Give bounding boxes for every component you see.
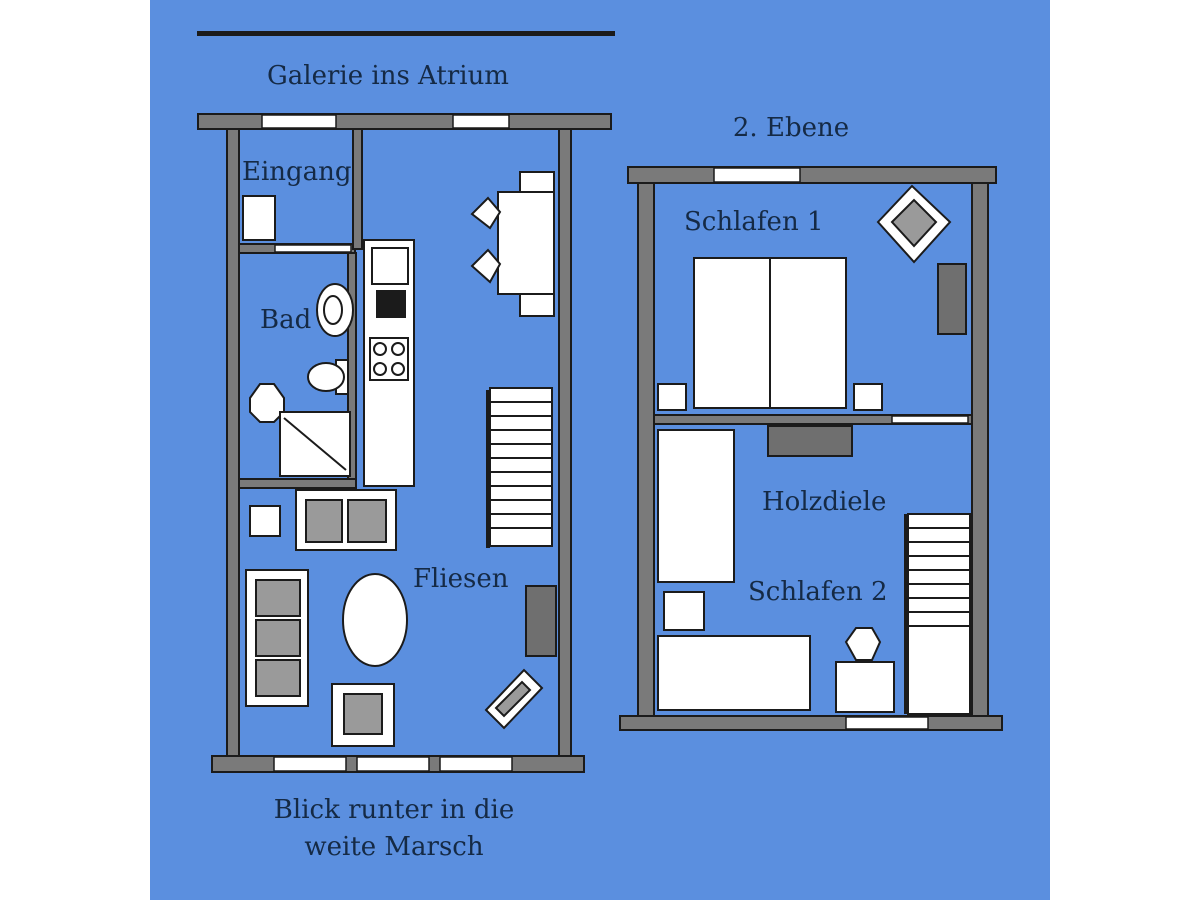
entrance-side-wall [352, 128, 363, 250]
upper-left-wall [637, 182, 655, 717]
bath-bottom-wall [238, 478, 357, 489]
stair-rail [486, 390, 490, 548]
burner [373, 342, 387, 356]
window [713, 167, 801, 183]
single-bed [657, 635, 811, 711]
window [356, 756, 430, 772]
floor-plan-drawing: Galerie ins Atrium 2. Ebene Eingang Bad … [197, 31, 1003, 862]
cushion [305, 499, 343, 543]
window [845, 716, 929, 730]
stool [844, 627, 882, 661]
bedroom-partition [653, 414, 973, 425]
burner [373, 362, 387, 376]
entrance-label: Eingang [242, 157, 352, 187]
nightstand [663, 591, 705, 631]
chair [470, 248, 502, 284]
upper-stair-steps [908, 527, 970, 627]
upper-right-wall [971, 182, 989, 717]
gallery-railing [197, 31, 615, 36]
dining-table [497, 191, 555, 295]
cushion [255, 579, 301, 617]
bedroom1-label: Schlafen 1 [684, 207, 824, 237]
upper-top-wall [627, 166, 997, 184]
side-table [249, 505, 281, 537]
kitchen-sink [371, 247, 409, 285]
bedroom2-label: Schlafen 2 [748, 577, 888, 607]
entrance-cabinet [242, 195, 276, 241]
chair-seat [494, 680, 532, 718]
wood-floor-label: Holzdiele [762, 487, 886, 517]
level2-title: 2. Ebene [733, 113, 849, 143]
kitchen-appliance [376, 290, 406, 318]
shower-diagonal [283, 417, 347, 471]
door-opening [274, 244, 352, 253]
chair [519, 171, 555, 193]
bath-label: Bad [260, 305, 311, 335]
gallery-label: Galerie ins Atrium [267, 61, 509, 91]
window [273, 756, 347, 772]
cushion [343, 693, 383, 735]
cabinet [767, 425, 853, 457]
upper-stair-rail [904, 514, 908, 714]
door-opening [891, 415, 969, 424]
burner [391, 362, 405, 376]
chair [519, 293, 555, 317]
left-outer-wall [226, 128, 240, 757]
cushion [255, 619, 301, 657]
stove [525, 585, 557, 657]
right-outer-wall [558, 128, 572, 757]
desk [835, 661, 895, 713]
single-bed [657, 429, 735, 583]
tiles-label: Fliesen [413, 564, 509, 594]
upper-staircase [907, 513, 971, 715]
sink-basin [323, 295, 343, 325]
toilet [307, 362, 345, 392]
chair-seat [890, 198, 938, 248]
floor-plan: Galerie ins Atrium 2. Ebene Eingang Bad … [150, 0, 1050, 900]
upper-bottom-wall [619, 715, 1003, 731]
window [439, 756, 513, 772]
staircase [489, 387, 553, 547]
burner [391, 342, 405, 356]
coffee-table [342, 573, 408, 667]
bottom-note-line1: Blick runter in die [274, 795, 514, 825]
nightstand [657, 383, 687, 411]
cushion [255, 659, 301, 697]
bath-stool [249, 383, 285, 423]
left-top-wall [197, 113, 612, 130]
nightstand [853, 383, 883, 411]
chair [470, 196, 502, 230]
cushion [347, 499, 387, 543]
window [452, 114, 510, 129]
window [261, 114, 337, 129]
stair-steps [490, 401, 552, 529]
bottom-note-line2: weite Marsch [304, 832, 484, 862]
wardrobe [937, 263, 967, 335]
